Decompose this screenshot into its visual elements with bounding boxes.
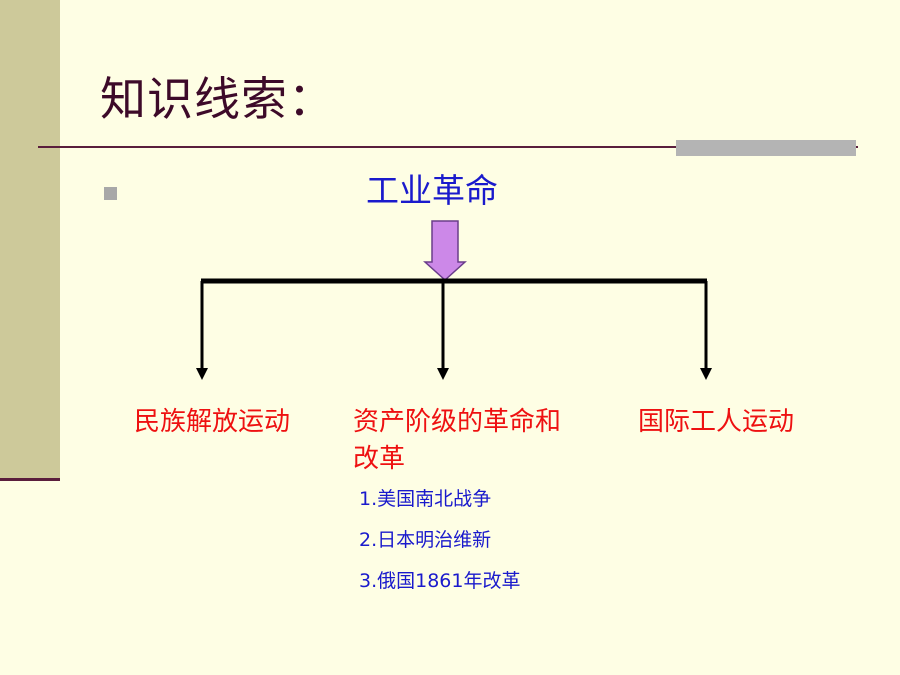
root-node-label: 工业革命 — [366, 171, 498, 210]
middle-branch-arrowhead — [437, 368, 449, 380]
title-underline — [38, 146, 858, 148]
branch-label-workers-movement: 国际工人运动 — [638, 407, 795, 437]
down-arrow-icon — [423, 220, 467, 282]
branch-label-national-liberation: 民族解放运动 — [134, 407, 291, 437]
list-item: 1.美国南北战争 — [359, 488, 492, 510]
left-branch-arrowhead — [196, 368, 208, 380]
sidebar-bottom-line — [0, 478, 60, 481]
right-branch-arrowhead — [700, 368, 712, 380]
slide-title: 知识线索： — [100, 72, 335, 126]
sub-item-list: 1.美国南北战争 2.日本明治维新 3.俄国1861年改革 — [359, 484, 520, 607]
bullet-square-icon — [104, 187, 117, 200]
branch-label-bourgeois-revolution: 资产阶级的革命和改革 — [353, 407, 562, 474]
list-item: 3.俄国1861年改革 — [359, 570, 521, 592]
title-underline-accent — [676, 140, 856, 156]
left-sidebar-band — [0, 0, 60, 480]
list-item: 2.日本明治维新 — [359, 529, 492, 551]
